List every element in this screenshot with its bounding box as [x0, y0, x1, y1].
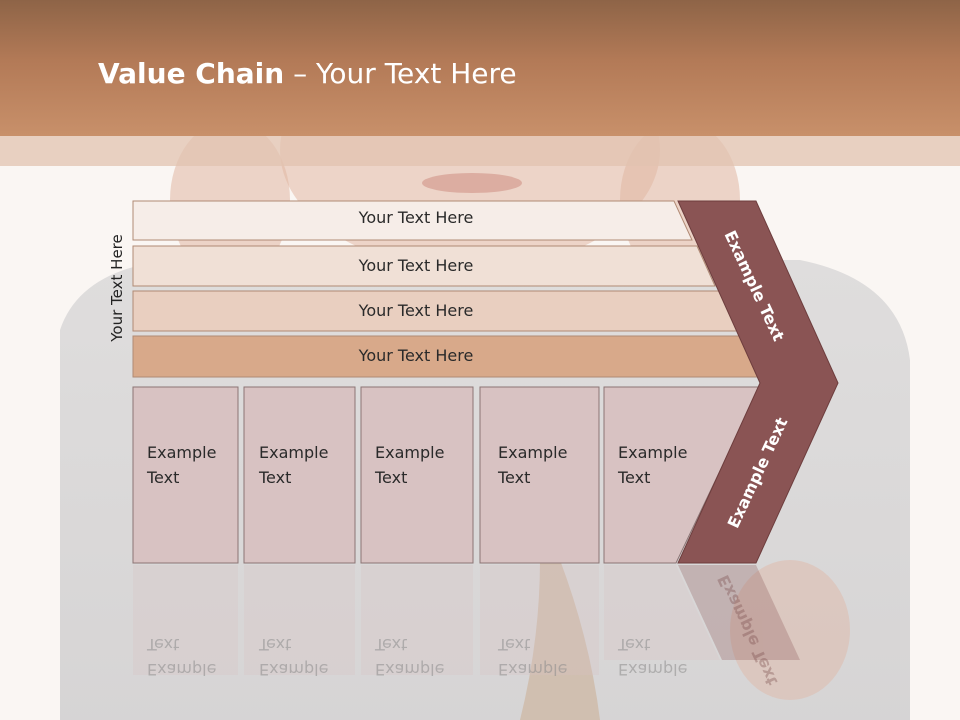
row-bar-2	[132, 245, 716, 287]
reflection	[133, 565, 800, 675]
side-label: Your Text Here	[108, 234, 126, 342]
chevron-arrow	[677, 200, 839, 564]
row-label-2: Your Text Here	[358, 256, 474, 275]
row-label-4: Your Text Here	[358, 346, 474, 365]
column-box-3	[360, 386, 474, 564]
row-label-1: Your Text Here	[358, 208, 474, 227]
column-box-1	[132, 386, 239, 564]
header-band	[0, 0, 960, 136]
row-label-3: Your Text Here	[358, 301, 474, 320]
slide-title: Value Chain – Your Text Here	[98, 57, 517, 90]
header-strip	[0, 136, 960, 166]
row-bar-1	[132, 200, 693, 241]
column-box-5	[603, 386, 761, 564]
column-box-2	[243, 386, 356, 564]
column-box-4	[479, 386, 600, 564]
